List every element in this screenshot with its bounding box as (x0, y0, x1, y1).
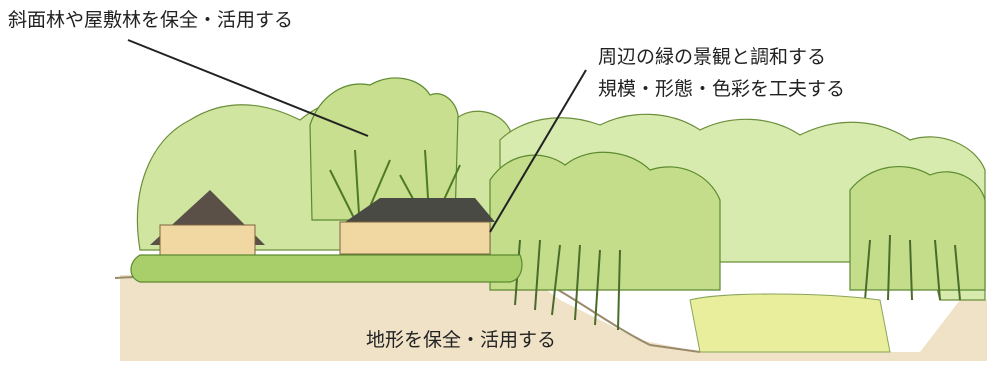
ground (120, 270, 987, 361)
rice-field (689, 293, 891, 353)
tall-tree-branches (329, 149, 461, 231)
annotation-terrain: 地形を保全・活用する (366, 329, 557, 351)
leader-line-left (127, 39, 369, 137)
right-forest (849, 166, 986, 291)
annotation-slope-forest: 斜面林や屋敷林を保全・活用する (8, 9, 294, 31)
annotation-harmony-line2: 規模・形態・色彩を工夫する (598, 78, 846, 100)
tall-tree-1 (309, 77, 459, 221)
mid-forest (489, 151, 721, 291)
leader-line-right (489, 69, 587, 233)
annotation-harmony-line1: 周辺の緑の景観と調和する (598, 46, 827, 68)
house-main-roof (345, 198, 495, 222)
house-main-wall (339, 221, 491, 255)
shrub-row (130, 254, 523, 283)
